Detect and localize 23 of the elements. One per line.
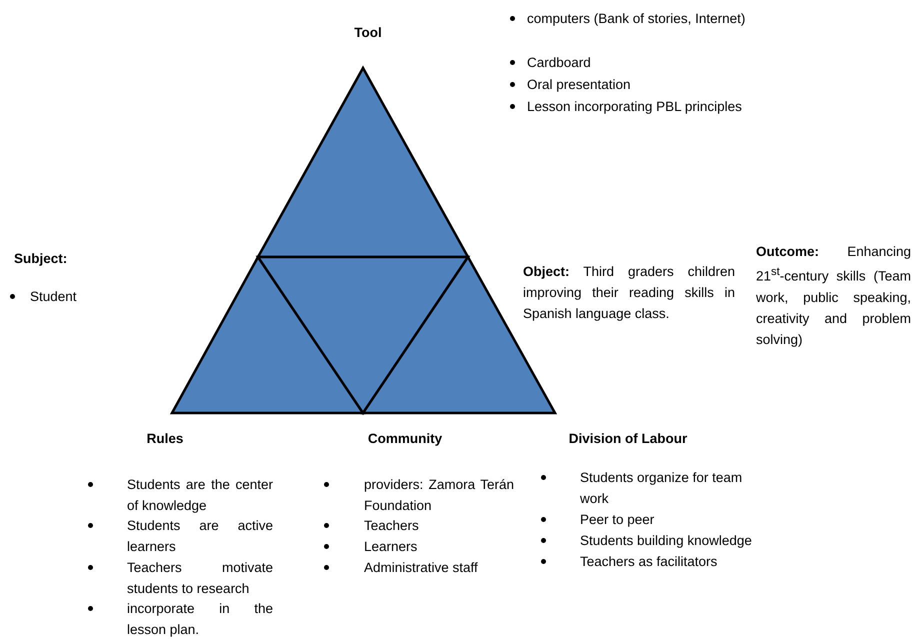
bullet-text: incorporate in the lesson plan. [127,600,273,639]
bullet-text: Students are the center of knowledge [127,476,273,515]
bullet-text: Teachers [364,517,420,535]
heading-text: Subject: [14,250,68,268]
bullet-text: Students are active learners [127,517,273,556]
bullet-text: Teachers as facilitators [580,553,718,571]
bullet-text: Students building knowledge [580,532,753,550]
bullet-text: computers (Bank of stories, Internet) [527,10,746,28]
heading-text: Community [366,430,444,448]
bullet-text: Oral presentation [527,76,632,94]
bullet-text: Administrative staff [364,559,479,577]
bullet-text: Students organize for team work [580,469,744,508]
heading-text: Rules [146,430,184,448]
heading-text: Division of Labour [568,430,688,448]
bullet-text: Lesson incorporating PBL principles [527,98,743,116]
bullet-text: Learners [364,538,418,556]
bullet-text: Student [30,288,78,306]
bullet-text: Cardboard [527,54,592,72]
bullet-text: Peer to peer [580,511,656,529]
heading-text: Tool [353,24,383,42]
label-text: Outcome: Enhancing 21$^{st}$-century skills (Team work, public speaking, creativity and problem solving) [756,243,911,349]
bullet-text: providers: Zamora Terán Foundation [364,476,514,515]
label-text: Object: Third graders children improving their reading skills in Spanish language class. [523,263,735,323]
